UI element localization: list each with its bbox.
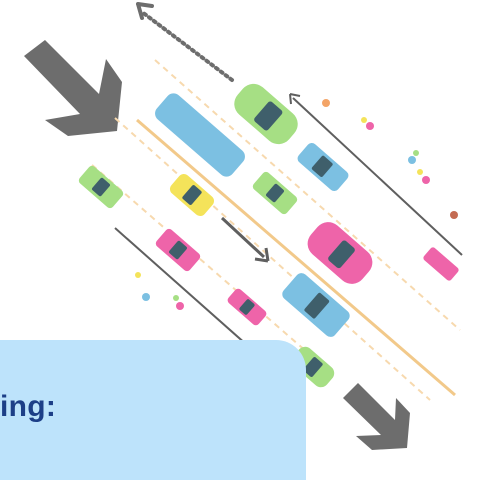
car-green-small-left (77, 164, 125, 209)
car-pink-left (154, 227, 202, 272)
car-pink-large (302, 216, 378, 289)
car-blue-upper (296, 141, 351, 193)
car-pink-small-lower (226, 287, 268, 327)
bus (152, 90, 248, 180)
dotted-path-line (142, 12, 232, 80)
car-pink-right-edge (422, 246, 460, 282)
car-yellow (168, 172, 217, 219)
pedestrian-icon (322, 99, 458, 219)
big-arrow-bottom-right-icon (343, 383, 410, 450)
big-arrow-top-left-icon (24, 40, 122, 136)
car-green-top (229, 78, 304, 150)
panel-heading: ing: (0, 390, 56, 424)
car-blue-lower (280, 271, 352, 340)
car-green-middle (251, 170, 299, 215)
